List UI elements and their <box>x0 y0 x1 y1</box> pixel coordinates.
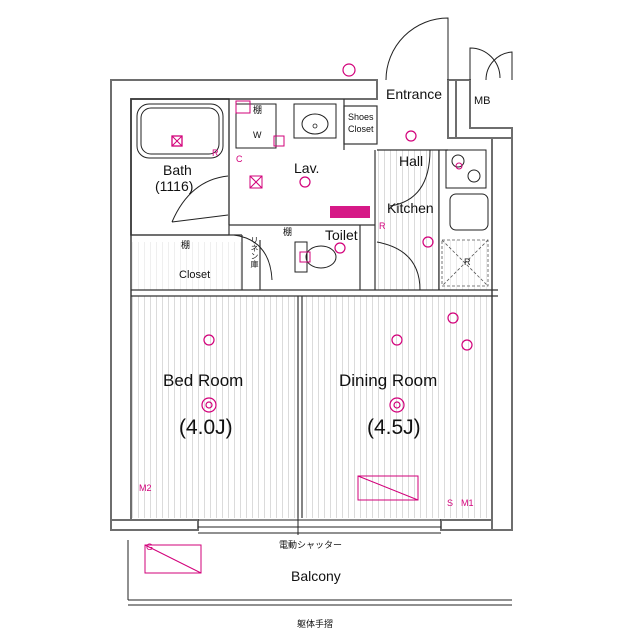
dining-floor <box>302 296 492 518</box>
label-toilet: Toilet <box>325 227 358 243</box>
label-dining: Dining Room <box>339 371 438 390</box>
fridge-space <box>441 239 489 287</box>
label-shelf-1: 棚 <box>253 105 263 115</box>
label-bath: Bath <box>163 162 192 178</box>
bathtub <box>136 103 224 159</box>
label-balcony: Balcony <box>291 568 341 584</box>
label-entrance: Entrance <box>386 86 443 102</box>
toilet-door-swing <box>376 241 421 291</box>
label-closet: Closet <box>179 269 211 281</box>
symbol-s: S <box>447 498 454 508</box>
label-shutter: 電動シャッター <box>279 540 343 550</box>
label-w: W <box>253 130 262 140</box>
toilet-fixture <box>294 241 337 273</box>
aircon-unit <box>357 475 419 501</box>
label-bath-size: (1116) <box>155 178 194 194</box>
label-mb: MB <box>474 95 491 107</box>
label-shelf-3: 棚 <box>283 227 293 237</box>
outer-walls <box>110 79 513 531</box>
window-frame <box>198 518 441 535</box>
balcony <box>127 540 512 606</box>
symbol-r2: R <box>379 221 386 231</box>
label-kitchen: Kitchen <box>387 200 434 216</box>
label-hall: Hall <box>399 153 424 169</box>
label-linen: リネン庫 <box>250 236 259 268</box>
aircon-outdoor-unit <box>144 544 202 574</box>
symbol-c: C <box>236 154 243 164</box>
ceiling-lights <box>201 63 473 413</box>
kitchen-stove <box>445 149 487 189</box>
label-railing: 躯体手摺 <box>297 619 334 629</box>
drain-mark <box>171 135 183 147</box>
label-bedroom: Bed Room <box>163 371 244 390</box>
lav-door-swing <box>233 234 273 281</box>
closet-floor <box>131 242 241 290</box>
label-lav: Lav. <box>294 160 320 176</box>
kitchen-sink <box>449 193 489 231</box>
kitchen-panel <box>330 206 370 218</box>
symbol-r1: R <box>212 148 219 158</box>
bedroom-floor <box>131 296 298 518</box>
interior-walls <box>130 98 498 518</box>
mb-door <box>469 47 501 80</box>
washbasin <box>293 103 337 139</box>
label-shelf-2: 棚 <box>181 240 191 250</box>
symbol-m2: M2 <box>139 483 152 493</box>
entrance-door <box>385 17 449 81</box>
label-shoes-closet: Closet <box>348 124 374 134</box>
mb-door-2 <box>485 51 513 81</box>
symbol-m1: M1 <box>461 498 474 508</box>
kitchen-floor <box>440 240 492 290</box>
hall-door-swing <box>389 149 431 207</box>
label-shoes: Shoes <box>348 112 374 122</box>
washing-machine-area <box>235 103 277 149</box>
symbol-r3: R <box>464 257 471 267</box>
outlet-marks <box>235 100 463 263</box>
symbol-g: G <box>146 542 154 552</box>
hall-floor <box>377 150 439 290</box>
label-dining-size: (4.5J) <box>367 416 421 439</box>
bath-door-swing <box>171 175 229 223</box>
label-bedroom-size: (4.0J) <box>179 416 233 439</box>
